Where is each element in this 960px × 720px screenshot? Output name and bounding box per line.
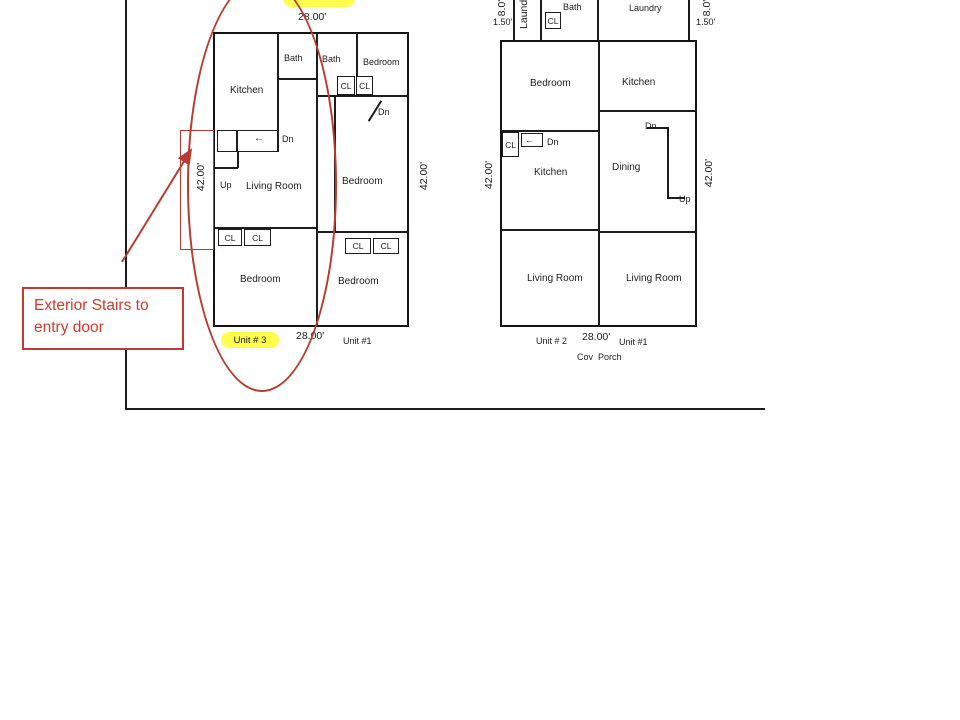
- room-label-living-room: Living Room: [626, 273, 682, 284]
- label-dn: Dn: [547, 137, 559, 147]
- page-border-bottom: [125, 408, 765, 410]
- stair-box: [521, 133, 543, 147]
- unit-label: Unit # 2: [536, 336, 568, 346]
- page-border-left: [125, 0, 127, 409]
- annotation-ellipse: [187, 0, 337, 392]
- room-label-laundry-rotated: Laundry: [518, 0, 530, 29]
- interior-wall: [318, 95, 409, 97]
- interior-wall: [500, 130, 598, 132]
- unit-label: Unit #1: [619, 337, 648, 347]
- annotation-callout-box: Exterior Stairs to entry door: [22, 287, 184, 350]
- interior-wall: [600, 110, 697, 112]
- interior-wall: [600, 231, 697, 233]
- closet-label: CL: [359, 80, 370, 91]
- dim-left: 42.00': [483, 160, 495, 190]
- stair-wall: [667, 197, 685, 199]
- interior-wall: [318, 231, 409, 233]
- room-label-dining: Dining: [612, 162, 641, 173]
- floor-tag-label: 2nd Floor: [297, 0, 340, 2]
- dim-bottom: 28.00': [582, 331, 611, 343]
- closet-box: CL: [373, 238, 399, 254]
- unit-label: Unit #1: [343, 336, 372, 346]
- bump-wall: [597, 0, 599, 40]
- closet-box: CL: [356, 76, 373, 95]
- dim-top-left: 1.50': [493, 17, 513, 27]
- interior-wall: [500, 229, 598, 231]
- label-up: Up: [679, 194, 691, 204]
- closet-box: CL: [545, 12, 561, 29]
- room-label-bedroom: Bedroom: [363, 57, 400, 67]
- closet-label: CL: [340, 80, 352, 91]
- callout-text-line2: entry door: [34, 318, 104, 336]
- dim-right: 42.00': [703, 158, 715, 188]
- room-label-kitchen: Kitchen: [622, 77, 656, 88]
- closet-box: CL: [337, 76, 355, 95]
- room-label-bath: Bath: [563, 2, 582, 12]
- dim-top-right: 1.50': [696, 17, 716, 27]
- bump-wall: [688, 0, 690, 40]
- closet-label: CL: [505, 139, 516, 150]
- room-label-bedroom: Bedroom: [530, 78, 571, 89]
- room-label-living-room: Living Room: [527, 273, 583, 284]
- closet-label: CL: [352, 241, 364, 251]
- room-label-bedroom: Bedroom: [342, 176, 383, 187]
- closet-box: CL: [502, 132, 519, 157]
- room-label-laundry: Laundry: [629, 3, 662, 13]
- party-wall: [598, 40, 600, 327]
- stair-wall: [647, 127, 669, 129]
- room-label-kitchen: Kitchen: [534, 167, 568, 178]
- closet-label: CL: [547, 15, 559, 26]
- label-dn: Dn: [378, 107, 390, 117]
- annotation-rectangle-exterior-stairs: [180, 130, 214, 250]
- dim-right: 42.00': [418, 161, 430, 191]
- annotation-arrow: [121, 148, 193, 263]
- bump-wall: [513, 0, 515, 40]
- stair-wall: [667, 127, 669, 199]
- callout-text-line1: Exterior Stairs to: [34, 297, 149, 314]
- porch-label: Cov Porch: [577, 352, 622, 362]
- label-dn: Dn: [645, 121, 657, 131]
- room-label-bedroom: Bedroom: [338, 276, 379, 287]
- room-label-bath: Bath: [322, 54, 341, 64]
- floor-tag-highlight: 2nd Floor: [283, 0, 355, 7]
- stair-direction-arrow-icon: ←: [525, 135, 534, 145]
- closet-box: CL: [345, 238, 371, 254]
- interior-wall: [356, 32, 358, 77]
- bump-wall: [540, 0, 542, 40]
- closet-label: CL: [380, 241, 392, 251]
